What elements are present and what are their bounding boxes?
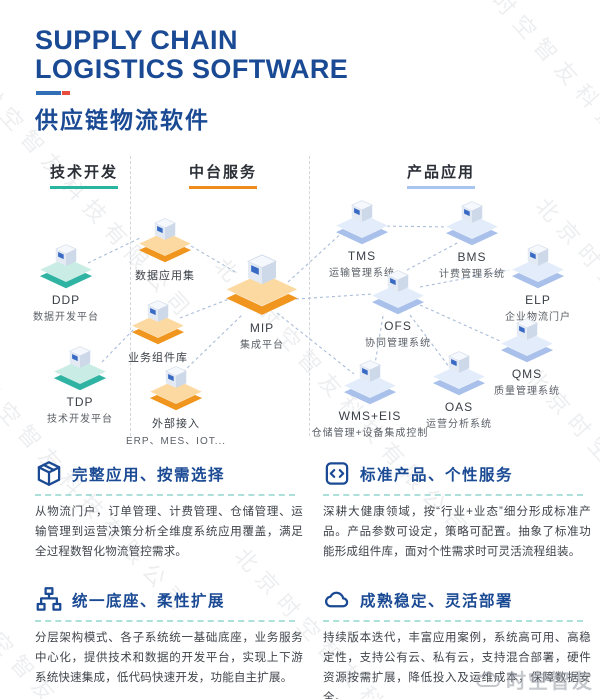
divider-red-segment <box>62 91 70 96</box>
node-code: ELP <box>525 293 551 307</box>
feature-title: 标准产品、个性服务 <box>360 466 514 484</box>
column-header-product: 产品应用 <box>406 161 476 189</box>
node-code: TDP <box>66 395 94 409</box>
node-code: MIP <box>249 321 275 335</box>
mip-node-icon <box>218 246 306 320</box>
external-access-node-icon <box>144 360 208 414</box>
node-external: 外部接入 ERP、MES、IOT... <box>111 360 241 447</box>
feature-card-unified-base: 统一底座、柔性扩展 分层架构模式、各子系统统一基础底座，业务服务中心化，提供技术… <box>35 586 303 699</box>
node-elp: ELP 企业物流门户 <box>473 238 600 323</box>
node-wms: WMS+EIS 仓储管理+设备集成控制 <box>305 354 435 439</box>
feature-card-flexible-deploy: 成熟稳定、灵活部署 持续版本迭代，丰富应用案例，系统高可用、高稳定性，支持公有云… <box>323 586 591 699</box>
node-name: 集成平台 <box>240 340 284 351</box>
node-code: OFS <box>384 319 412 333</box>
node-name: 质量管理系统 <box>494 386 560 397</box>
oas-node-icon <box>427 345 491 399</box>
brand-logo: 时空智友 <box>476 665 594 694</box>
node-name: 运输管理系统 <box>329 268 395 279</box>
node-dataset: 数据应用集 <box>100 212 230 283</box>
node-ofs: OFS 协同管理系统 <box>333 264 463 349</box>
brand-text: 时空智友 <box>506 671 594 693</box>
elp-node-icon <box>506 238 570 292</box>
node-code: BMS <box>457 250 487 264</box>
node-ddp: DDP 数据开发平台 <box>1 238 131 323</box>
node-code: OAS <box>444 400 474 414</box>
node-code: QMS <box>511 367 543 381</box>
feature-title: 完整应用、按需选择 <box>72 466 226 484</box>
feature-separator <box>323 494 583 496</box>
feature-card-complete-apps: 完整应用、按需选择 从物流门户，订单管理、计费管理、仓储管理、运输管理到运营决策… <box>35 460 303 562</box>
node-mip: MIP 集成平台 <box>197 246 327 351</box>
column-header-middle: 中台服务 <box>188 161 258 189</box>
feature-body: 从物流门户，订单管理、计费管理、仓储管理、运输管理到运营决策分析全维度系统应用覆… <box>35 506 303 558</box>
node-code: DDP <box>51 293 81 307</box>
code-icon <box>323 460 351 487</box>
feature-title: 成熟稳定、灵活部署 <box>360 592 514 610</box>
node-code: TMS <box>347 249 377 263</box>
feature-body: 深耕大健康领域，按“行业+业态”细分形成标准产品。产品参数可设定，策略可配置。抽… <box>323 506 591 558</box>
node-name: 技术开发平台 <box>47 414 113 425</box>
divider-blue-segment <box>36 91 61 96</box>
node-name: 协同管理系统 <box>365 338 431 349</box>
feature-body: 分层架构模式、各子系统统一基础底座，业务服务中心化，提供技术和数据的开发平台，实… <box>35 632 303 684</box>
page-title-cn: 供应链物流软件 <box>35 107 210 134</box>
ofs-node-icon <box>366 264 430 318</box>
package-icon <box>35 460 63 487</box>
header: SUPPLY CHAIN LOGISTICS SOFTWARE 供应链物流软件 <box>35 25 349 135</box>
column-header-tech: 技术开发 <box>49 161 119 189</box>
node-components: 业务组件库 <box>93 294 223 365</box>
node-code: WMS+EIS <box>338 409 402 423</box>
components-node-icon <box>126 294 190 348</box>
title-divider <box>36 91 70 96</box>
tms-node-icon <box>330 194 394 248</box>
page-title-line1: SUPPLY CHAIN <box>35 25 238 55</box>
ddp-node-icon <box>34 238 98 292</box>
node-name: 外部接入 <box>152 418 200 430</box>
feature-card-standard-products: 标准产品、个性服务 深耕大健康领域，按“行业+业态”细分形成标准产品。产品参数可… <box>323 460 591 562</box>
page-title-line2: LOGISTICS SOFTWARE <box>35 54 349 85</box>
node-tms: TMS 运输管理系统 <box>297 194 427 279</box>
node-name: 企业物流门户 <box>505 312 571 323</box>
dataset-node-icon <box>133 212 197 266</box>
node-name: 仓储管理+设备集成控制 <box>311 428 429 439</box>
feature-body: 持续版本迭代，丰富应用案例，系统高可用、高稳定性，支持公有云、私有云，支持混合部… <box>323 632 591 699</box>
feature-title: 统一底座、柔性扩展 <box>72 592 226 610</box>
node-qms: QMS 质量管理系统 <box>462 312 592 397</box>
column-divider <box>130 156 131 436</box>
feature-grid: 完整应用、按需选择 从物流门户，订单管理、计费管理、仓储管理、运输管理到运营决策… <box>35 460 591 699</box>
wms-node-icon <box>338 354 402 408</box>
cloud-icon <box>323 586 351 613</box>
node-name: 数据开发平台 <box>33 312 99 323</box>
feature-separator <box>35 620 295 623</box>
node-name: 业务组件库 <box>128 352 188 364</box>
node-name2: ERP、MES、IOT... <box>125 436 227 447</box>
hierarchy-icon <box>35 586 63 613</box>
feature-separator <box>35 494 295 496</box>
page-title-en: SUPPLY CHAIN LOGISTICS SOFTWARE <box>35 25 349 85</box>
node-name: 运营分析系统 <box>426 419 492 430</box>
node-oas: OAS 运营分析系统 <box>394 345 524 430</box>
node-tdp: TDP 技术开发平台 <box>15 340 145 425</box>
brand-cloud-icon <box>476 671 500 687</box>
node-name: 数据应用集 <box>135 270 195 282</box>
feature-separator <box>323 620 583 623</box>
